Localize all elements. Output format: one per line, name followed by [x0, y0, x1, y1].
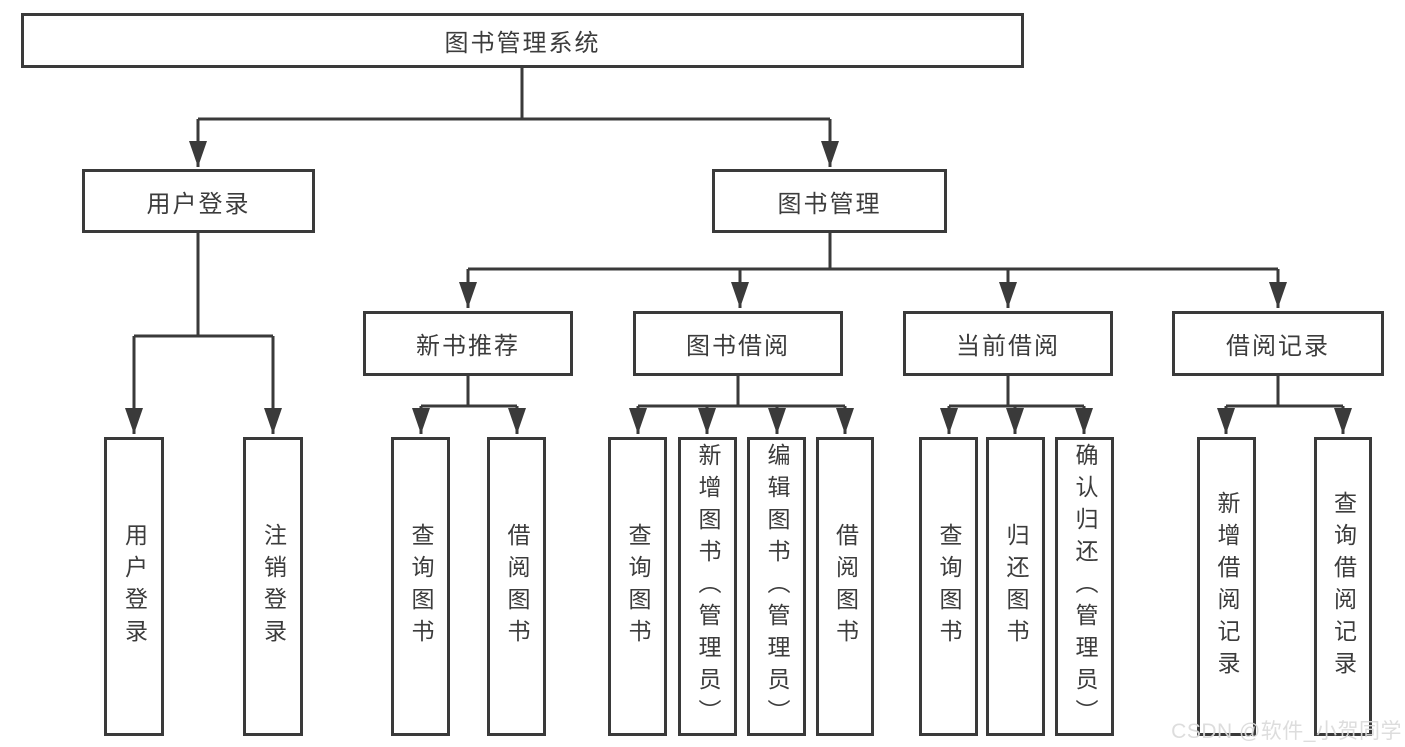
node-user-login: 用户登录 — [82, 169, 315, 233]
leaf-label: 确认归还（管理员） — [1072, 442, 1098, 731]
leaf-borrow-books-recommend: 借阅图书 — [487, 437, 546, 736]
leaf-label: 查询图书 — [625, 522, 651, 651]
node-current-borrow: 当前借阅 — [903, 311, 1113, 376]
leaf-add-borrow-record: 新增借阅记录 — [1197, 437, 1256, 736]
leaf-label: 查询图书 — [408, 522, 434, 651]
leaf-label: 编辑图书（管理员） — [764, 442, 790, 731]
leaf-edit-books-admin: 编辑图书（管理员） — [747, 437, 806, 736]
leaf-label: 借阅图书 — [832, 522, 859, 651]
csdn-watermark: CSDN @软件_小贺同学 — [1171, 720, 1402, 743]
leaf-label: 查询图书 — [936, 522, 962, 651]
leaf-borrow-books: 借阅图书 — [816, 437, 874, 736]
leaf-label: 新增图书（管理员） — [695, 442, 721, 731]
leaf-label: 借阅图书 — [504, 522, 530, 651]
node-borrow-records: 借阅记录 — [1172, 311, 1384, 376]
leaf-add-books-admin: 新增图书（管理员） — [678, 437, 737, 736]
leaf-label: 注销登录 — [260, 522, 287, 651]
leaf-return-books: 归还图书 — [986, 437, 1045, 736]
leaf-confirm-return-admin: 确认归还（管理员） — [1055, 437, 1114, 736]
leaf-query-books-current: 查询图书 — [919, 437, 978, 736]
leaf-label: 用户登录 — [121, 522, 148, 651]
leaf-label: 归还图书 — [1003, 522, 1029, 651]
leaf-logout: 注销登录 — [243, 437, 303, 736]
leaf-query-borrow-record: 查询借阅记录 — [1314, 437, 1372, 736]
node-library-management-system: 图书管理系统 — [21, 13, 1024, 68]
leaf-query-books-recommend: 查询图书 — [391, 437, 450, 736]
node-new-book-recommend: 新书推荐 — [363, 311, 573, 376]
node-book-management: 图书管理 — [712, 169, 947, 233]
leaf-query-books-borrow: 查询图书 — [608, 437, 667, 736]
leaf-label: 查询借阅记录 — [1330, 490, 1357, 683]
leaf-label: 新增借阅记录 — [1214, 490, 1240, 683]
node-book-borrow: 图书借阅 — [633, 311, 843, 376]
leaf-user-login: 用户登录 — [104, 437, 164, 736]
